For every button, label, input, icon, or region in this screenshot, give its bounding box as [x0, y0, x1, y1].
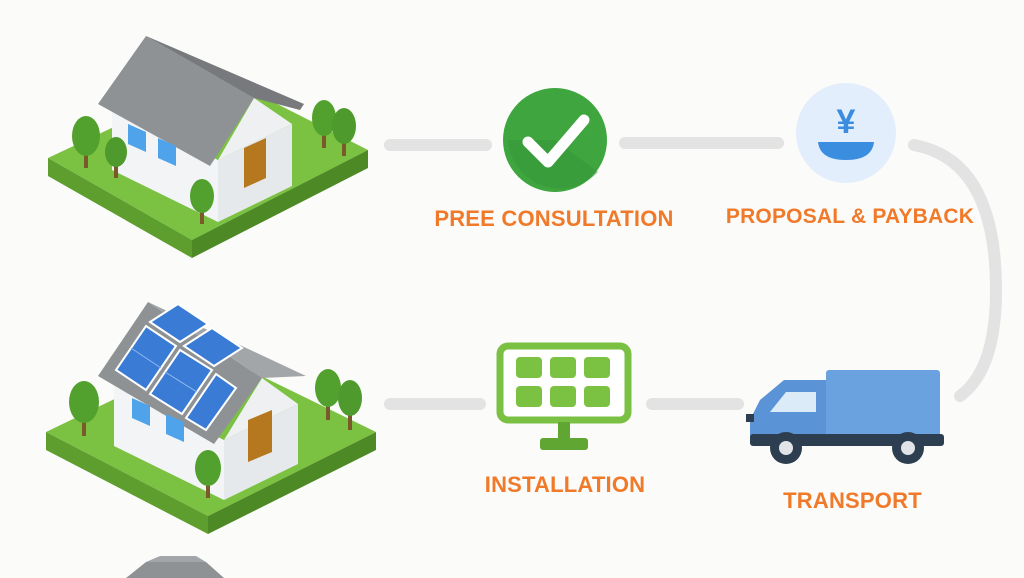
- connectors: [384, 137, 1003, 410]
- solar-panel-icon: [496, 342, 632, 450]
- roof-solar-panels: [114, 302, 244, 432]
- house-partial-icon: [126, 556, 224, 578]
- step-label-installation: INSTALLATION: [484, 472, 646, 497]
- truck-icon: [746, 370, 944, 464]
- yen-symbol: ¥: [837, 103, 856, 141]
- house-solar-icon: [46, 302, 376, 534]
- step-label-consultation: PREE CONSULTATION: [434, 206, 674, 231]
- step-label-transport: TRANSPORT: [783, 488, 922, 513]
- step-label-proposal: PROPOSAL & PAYBACK: [725, 205, 975, 228]
- yen-bowl-icon: ¥: [796, 83, 896, 183]
- check-icon: [503, 88, 607, 192]
- house-before-icon: [48, 36, 368, 258]
- connector-proposal-to-transport: [908, 139, 1003, 402]
